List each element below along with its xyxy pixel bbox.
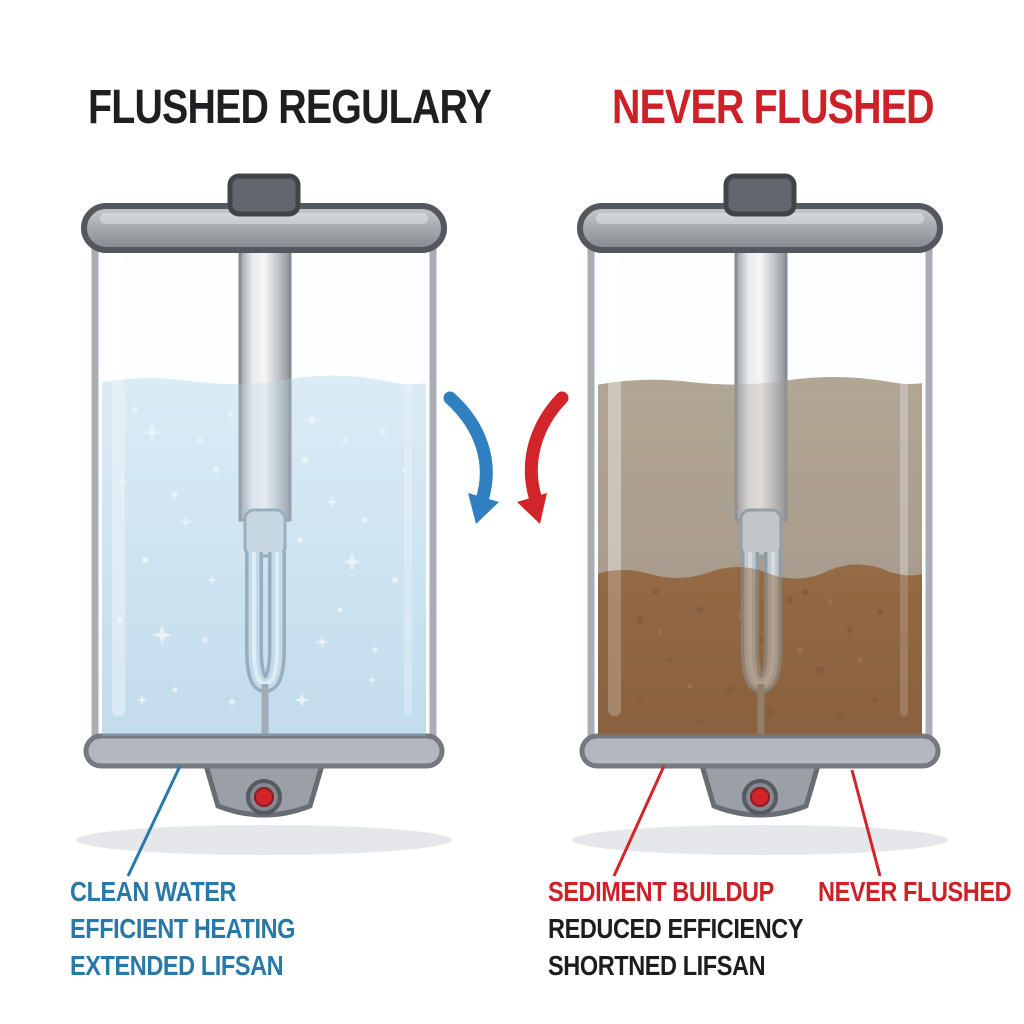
label-shortened-lifespan: SHORTNED LIFSAN — [548, 950, 766, 981]
pointer-line-sediment — [612, 765, 666, 877]
pointer-line-never-flushed — [850, 769, 882, 877]
label-sediment-buildup: SEDIMENT BUILDUP — [548, 876, 774, 907]
sediment-fill — [598, 564, 922, 744]
label-never-flushed: NEVER FLUSHED — [818, 876, 1012, 907]
tank-shadow — [572, 825, 948, 855]
label-efficient-heating: EFFICIENT HEATING — [70, 913, 296, 944]
pointer-line-clean-water — [126, 765, 182, 877]
red-arrow-icon — [517, 391, 569, 524]
blue-arrow-icon — [443, 391, 499, 524]
water-fill — [102, 375, 426, 744]
label-reduced-efficiency: REDUCED EFFICIENCY — [548, 913, 804, 944]
sediment-speckles — [636, 589, 883, 726]
left-tank — [76, 176, 452, 855]
left-title: FLUSHED REGULARY — [88, 81, 492, 134]
right-tank — [572, 176, 948, 855]
tank-shadow — [76, 825, 452, 855]
label-extended-lifespan: EXTENDED LIFSAN — [70, 950, 284, 981]
label-clean-water: CLEAN WATER — [70, 876, 237, 907]
sparkles — [117, 407, 408, 708]
right-title: NEVER FLUSHED — [612, 81, 935, 134]
